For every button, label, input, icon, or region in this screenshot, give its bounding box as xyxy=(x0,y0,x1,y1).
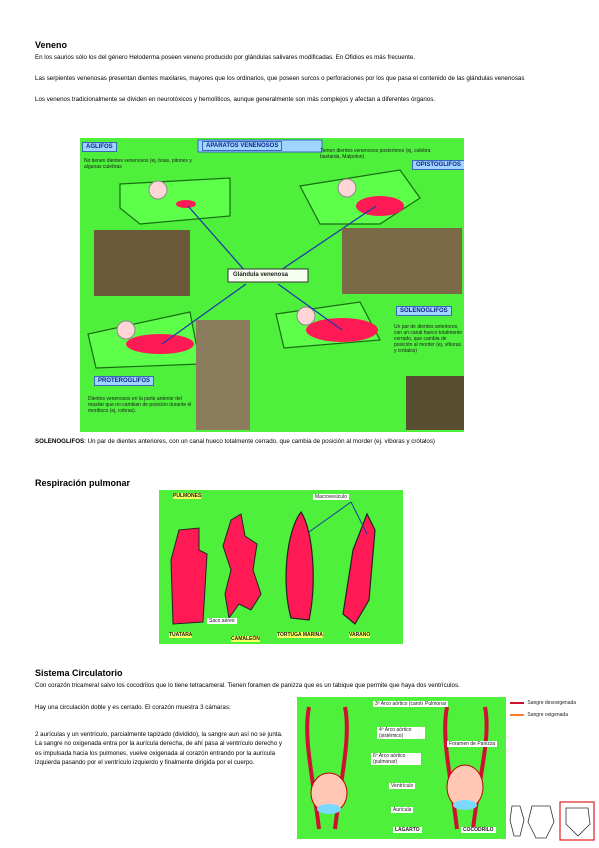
aglifos-label: AGLIFOS xyxy=(82,142,117,152)
venom-apparatus-figure: APARATOS VENENOSOS AGLIFOS No tienen die… xyxy=(80,138,464,432)
proteroglifos-description: Dientes venenosos en la parte anterior d… xyxy=(88,396,192,414)
veneno-title: Veneno xyxy=(35,40,68,50)
proteroglifos-label: PROTEROGLIFOS xyxy=(94,376,155,386)
venom-figure-drawing xyxy=(87,139,464,430)
glandula-label: Glándula venenosa xyxy=(233,272,289,278)
veneno-paragraph-3: Los venenos tradicionalmente se dividen … xyxy=(35,96,436,103)
solenoglifos-lead: SOLENOGLIFOS xyxy=(35,438,85,445)
tuatara-label: TUATARA xyxy=(169,632,193,638)
auricula-label: Aurícula xyxy=(391,807,414,813)
cocodrilo-label: COCODRILO xyxy=(461,827,496,833)
heart-sketches-drawing xyxy=(509,801,595,841)
arco3-label: 3º Arco aórtico (carotideo) xyxy=(373,701,435,707)
macrovesiculo-label: Macrovesiculo xyxy=(313,494,349,500)
circulatorio-paragraph-3: 2 aurículas y un ventrículo, parcialment… xyxy=(35,731,283,767)
veneno-paragraph-1: En los saurios sólo los del género Helod… xyxy=(35,54,416,61)
circulatorio-paragraph-2: Hay una circulación doble y es cerrado. … xyxy=(35,704,231,711)
arco4-label: 4º Arco aórtico (sistémico) xyxy=(377,727,425,739)
ventriculo-label: Ventrículo xyxy=(389,783,416,789)
lungs-figure-title: PULMONES xyxy=(173,493,202,499)
arrow-red-icon xyxy=(510,701,524,704)
heart-sketches xyxy=(506,800,596,842)
respiracion-title: Respiración pulmonar xyxy=(35,478,131,488)
solenoglifos-description: Un par de dientes anteriores, con un can… xyxy=(394,324,463,354)
circulatorio-title: Sistema Circulatorio xyxy=(35,668,123,678)
tortuga-label: TORTUGA MARINA xyxy=(277,632,323,638)
varano-label: VARANO xyxy=(349,632,371,638)
foramen-label: Foramen de Panizza xyxy=(447,741,498,747)
lagarto-label: LAGARTO xyxy=(393,827,422,833)
circulatorio-paragraph-1: Con corazón tricameral salvo los cocodri… xyxy=(35,682,460,689)
legend-desoxigenada: Sangre desoxigenada xyxy=(510,700,596,706)
opistoglifos-label: OPISTOGLIFOS xyxy=(412,160,464,170)
lungs-figure: PULMONES Macrovesiculo Saco aéreo TUATAR… xyxy=(159,490,403,644)
camaleon-label: CAMALEÓN xyxy=(231,636,260,642)
heart-figure: 3º Arco aórtico (carotideo) Pulmonar 4º … xyxy=(297,697,506,839)
lungs-drawing xyxy=(170,501,376,625)
arco6-label: 6º Arco aórtico (pulmonar) xyxy=(371,753,421,765)
solenoglifos-label: SOLENOGLIFOS xyxy=(396,306,452,316)
heart-drawing xyxy=(305,706,489,830)
opistoglifos-description: Tienen dientes venenosos posteriores (ej… xyxy=(320,148,431,160)
solenoglifos-text: : Un par de dientes anteriores, con un c… xyxy=(84,438,435,445)
pulmonar-label: Pulmonar xyxy=(423,701,449,707)
legend-oxigenada: Sangre oxigenada xyxy=(510,712,596,718)
arrow-orange-icon xyxy=(510,713,524,716)
aglifos-description: No tienen dientes venenosos (ej, boas, p… xyxy=(84,158,192,170)
saco-aereo-label: Saco aéreo xyxy=(207,618,237,624)
venom-figure-header: APARATOS VENENOSOS xyxy=(202,141,283,151)
veneno-paragraph-2: Las serpientes venenosas presentan dient… xyxy=(35,75,525,82)
solenoglifos-paragraph: SOLENOGLIFOS: Un par de dientes anterior… xyxy=(35,437,565,446)
